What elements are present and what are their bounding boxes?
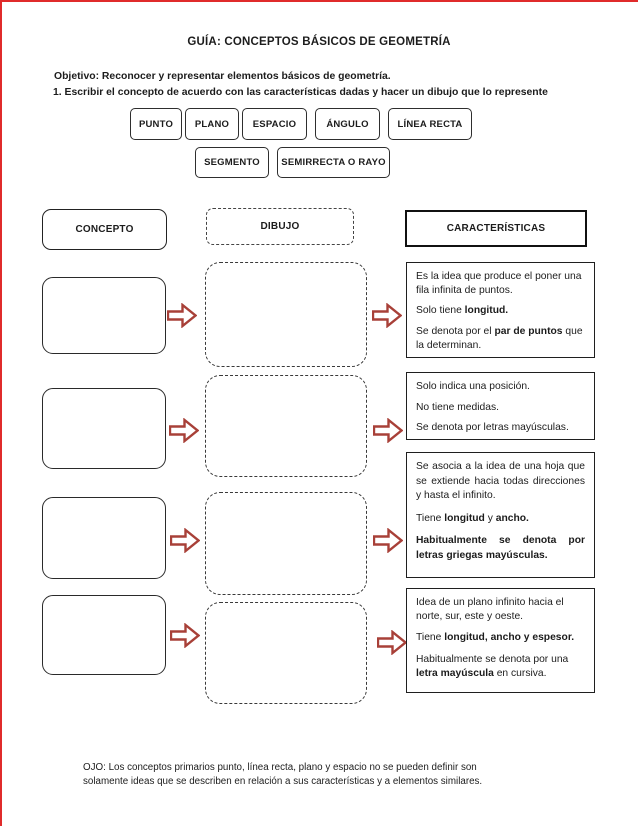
right-arrow-icon xyxy=(167,303,197,328)
column-header-caracteristicas: CARACTERÍSTICAS xyxy=(405,210,587,247)
drawing-answer-box xyxy=(205,262,367,367)
concept-chip-espacio: ESPACIO xyxy=(242,108,307,140)
concept-answer-box xyxy=(42,388,166,469)
concept-chip-linea-recta: LÍNEA RECTA xyxy=(388,108,472,140)
concept-answer-box xyxy=(42,497,166,579)
concept-answer-box xyxy=(42,277,166,354)
column-header-dibujo: DIBUJO xyxy=(206,208,354,245)
concept-answer-box xyxy=(42,595,166,675)
concept-chip-segmento: SEGMENTO xyxy=(195,147,269,178)
right-arrow-icon xyxy=(170,528,200,553)
characteristics-box: Es la idea que produce el poner una fila… xyxy=(406,262,595,358)
objective-text: Objetivo: Reconocer y representar elemen… xyxy=(54,71,391,82)
characteristics-box: Se asocia a la idea de una hoja que se e… xyxy=(406,452,595,578)
concept-chip-semirrecta: SEMIRRECTA O RAYO xyxy=(277,147,390,178)
drawing-answer-box xyxy=(205,602,367,704)
instruction-text: 1. Escribir el concepto de acuerdo con l… xyxy=(53,87,548,98)
right-arrow-icon xyxy=(169,418,199,443)
footer-note: OJO: Los conceptos primarios punto, líne… xyxy=(83,762,483,788)
page-left-red-rule xyxy=(0,0,2,826)
page-top-red-rule xyxy=(0,0,638,2)
page-title: GUÍA: CONCEPTOS BÁSICOS DE GEOMETRÍA xyxy=(187,36,451,48)
drawing-answer-box xyxy=(205,375,367,477)
right-arrow-icon xyxy=(373,528,403,553)
right-arrow-icon xyxy=(377,630,407,655)
characteristics-box: Idea de un plano infinito hacia el norte… xyxy=(406,588,595,693)
drawing-answer-box xyxy=(205,492,367,595)
column-header-concepto: CONCEPTO xyxy=(42,209,167,250)
right-arrow-icon xyxy=(372,303,402,328)
concept-chip-angulo: ÁNGULO xyxy=(315,108,380,140)
concept-chip-punto: PUNTO xyxy=(130,108,182,140)
concept-chip-plano: PLANO xyxy=(185,108,239,140)
characteristics-box: Solo indica una posición.No tiene medida… xyxy=(406,372,595,440)
right-arrow-icon xyxy=(170,623,200,648)
right-arrow-icon xyxy=(373,418,403,443)
